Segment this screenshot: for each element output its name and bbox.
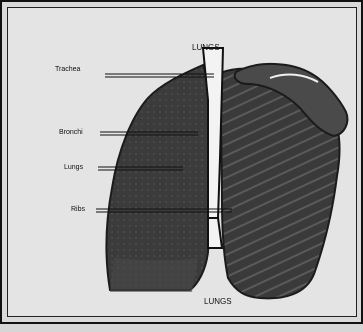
bronchi-label: Bronchi xyxy=(59,129,83,137)
bottom-title: LUNGS xyxy=(204,298,232,306)
trachea-lower-shape xyxy=(208,218,222,248)
diagram-frame: LUNGS Trachea Bronchi Lungs Ribs LUNGS xyxy=(0,0,363,324)
diagram-panel: LUNGS Trachea Bronchi Lungs Ribs LUNGS xyxy=(7,7,357,317)
top-title: LUNGS xyxy=(192,44,220,52)
left-lung-shape xyxy=(106,65,210,290)
lungs-illustration xyxy=(8,8,363,332)
trachea-label: Trachea xyxy=(55,66,80,74)
left-lung-base-shading xyxy=(110,258,198,292)
lungs-label: Lungs xyxy=(64,164,83,172)
ribs-label: Ribs xyxy=(71,206,85,214)
